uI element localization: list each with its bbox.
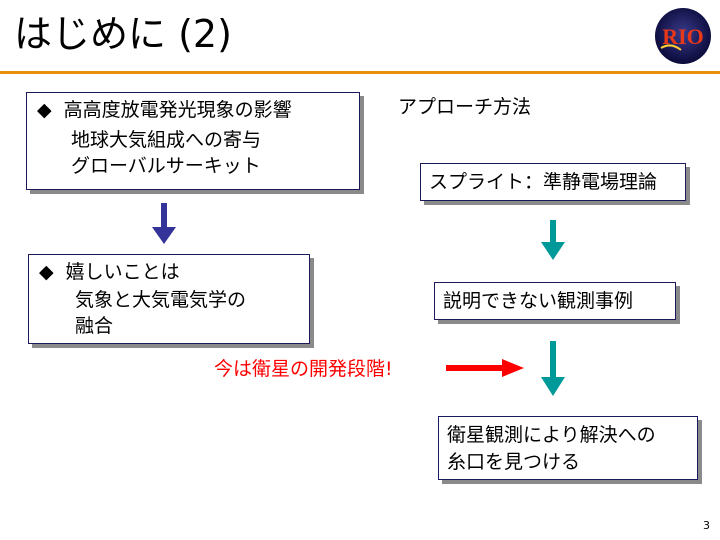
left-down-arrow-icon [152, 203, 176, 244]
satellite-solution-line-2: 糸口を見つける [447, 451, 581, 473]
rio-logo-icon: RIO [655, 8, 711, 64]
sprite-theory-box: スプライト：準静電場理論 [420, 163, 686, 201]
right-down-arrow-icon [541, 341, 565, 396]
impact-box-heading: ◆ 高高度放電発光現象の影響 [37, 99, 292, 121]
bullet-diamond-icon: ◆ [37, 99, 52, 121]
benefit-box: ◆ 嬉しいことは 気象と大気電気学の 融合 [28, 254, 310, 344]
sprite-theory-text: スプライト：準静電場理論 [429, 171, 658, 193]
satellite-stage-note: 今は衛星の開発段階! [214, 358, 393, 380]
page-number: 3 [703, 519, 710, 532]
benefit-box-heading: ◆ 嬉しいことは [39, 261, 180, 283]
impact-box: ◆ 高高度放電発光現象の影響 地球大気組成への寄与 グローバルサーキット [26, 92, 360, 190]
right-down-arrow-icon [541, 220, 565, 260]
slide-title: はじめに (2) [14, 12, 232, 56]
satellite-solution-line-1: 衛星観測により解決への [447, 424, 656, 446]
benefit-line-2: 融合 [75, 315, 114, 337]
satellite-solution-box: 衛星観測により解決への 糸口を見つける [438, 416, 698, 480]
bullet-diamond-icon: ◆ [39, 261, 54, 283]
impact-line-1: 地球大気組成への寄与 [71, 129, 262, 151]
title-divider [0, 71, 720, 74]
unexplained-cases-text: 説明できない観測事例 [443, 290, 634, 312]
impact-line-2: グローバルサーキット [71, 155, 261, 177]
unexplained-cases-box: 説明できない観測事例 [434, 282, 676, 320]
approach-header: アプローチ方法 [398, 96, 532, 118]
right-arrow-icon [446, 359, 524, 377]
benefit-line-1: 気象と大気電気学の [75, 289, 247, 311]
